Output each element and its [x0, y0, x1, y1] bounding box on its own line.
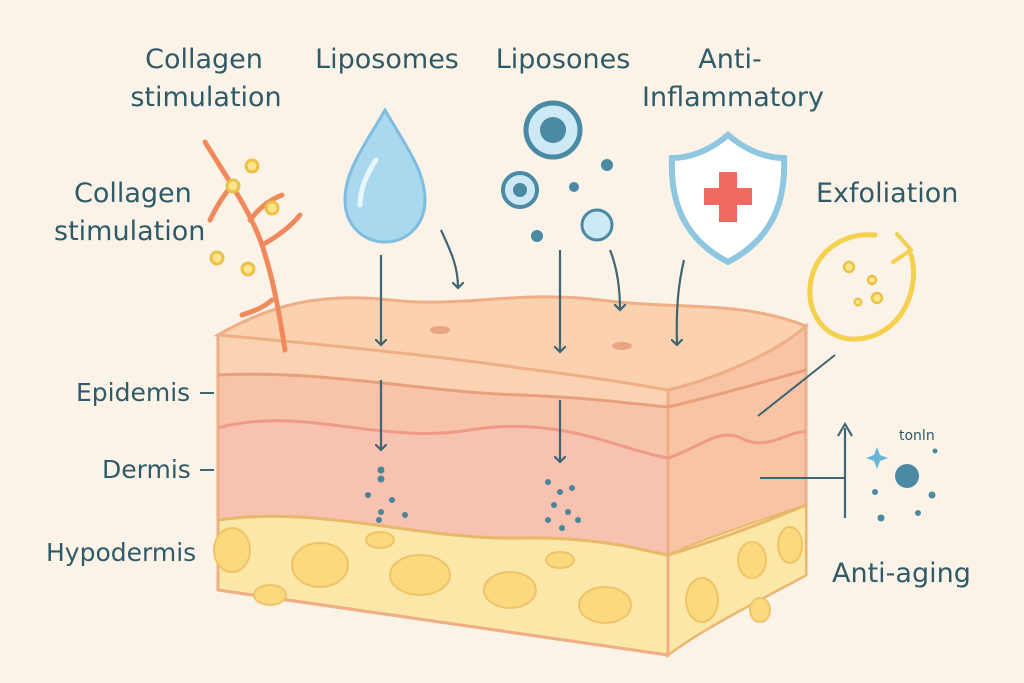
skin-block [213, 295, 809, 659]
exfoliation-leader [757, 354, 836, 417]
exfoliation-icon [807, 232, 917, 342]
shield-icon [668, 131, 788, 266]
water-droplet-icon [343, 106, 427, 244]
liposones-label: Liposones [495, 44, 631, 75]
anti-aging-label: Anti-aging [832, 558, 971, 589]
anti-inflammatory-label-line1: Anti- [698, 44, 762, 75]
hypodermis-line [217, 503, 807, 557]
tonin-label: tonln [899, 428, 935, 444]
exfoliation-label: Exfoliation [816, 178, 959, 209]
arrow [677, 259, 686, 345]
collagen-side-label-line2: stimulation [54, 216, 206, 247]
dermis-line [217, 419, 807, 460]
collagen-side-label-line1: Collagen [74, 178, 192, 209]
dermis-layer [218, 420, 668, 555]
liposome-bubbles-icon [501, 100, 614, 242]
collagen-particles [209, 158, 280, 277]
pore [612, 342, 632, 350]
arrow [608, 249, 620, 310]
penetrating-particles [365, 466, 581, 531]
anti-aging-particles [866, 447, 938, 522]
hypodermis-label: Hypodermis [46, 538, 197, 567]
epidermis-label: Epidemis [76, 378, 191, 407]
collagen-top-label-line2: stimulation [130, 82, 282, 113]
epidermis-line [217, 368, 807, 409]
collagen-top-label-line1: Collagen [145, 44, 263, 75]
anti-inflammatory-label-line2: Inflammatory [642, 82, 824, 113]
liposomes-label: Liposomes [315, 44, 459, 75]
epidermis-lower-band [218, 374, 668, 458]
epidermis-layer [218, 335, 668, 407]
arrow [439, 229, 458, 288]
sparkle-icon [866, 447, 888, 469]
up-arrow-icon [837, 421, 853, 518]
leader-lines [200, 354, 845, 479]
pore [430, 326, 450, 334]
penetration-arrows [381, 229, 686, 462]
fat-cells [213, 526, 803, 624]
dermis-label: Dermis [102, 455, 191, 484]
